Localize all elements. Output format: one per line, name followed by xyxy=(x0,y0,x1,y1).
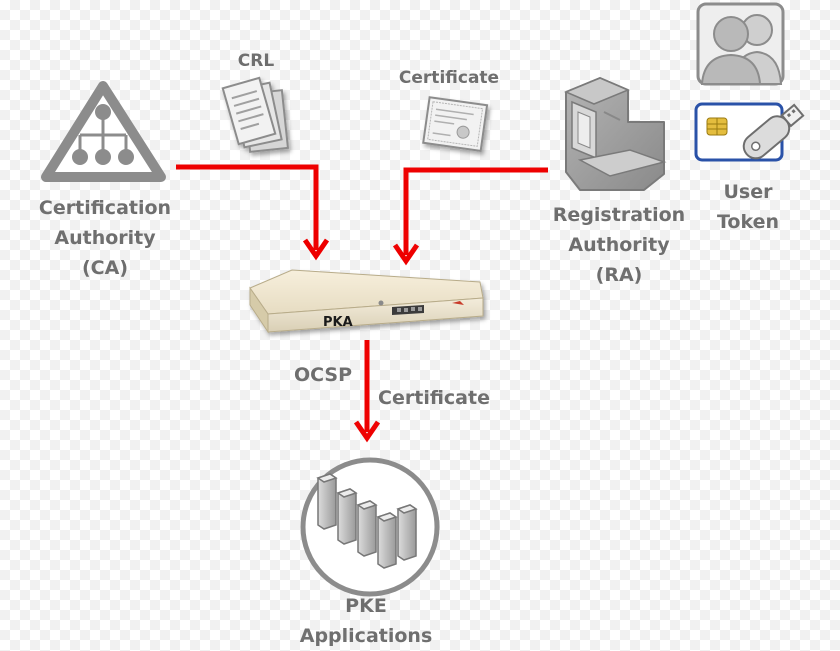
user-label-line2: Token xyxy=(716,211,780,233)
registration-authority-label: Registration Authority (RA) xyxy=(548,200,690,290)
ca-label-line1: Certification xyxy=(38,197,172,219)
pke-applications-label: PKE Applications xyxy=(290,591,442,651)
user-token-label: User Token xyxy=(706,177,790,237)
pke-label-line2: Applications xyxy=(299,625,433,647)
certificate-icon xyxy=(422,96,489,152)
certification-authority-label: Certification Authority (CA) xyxy=(30,193,180,283)
certificate-bottom-label: Certificate xyxy=(378,387,490,409)
pke-servers-icon xyxy=(300,457,440,597)
ca-label-line2: Authority xyxy=(54,227,156,249)
pka-appliance xyxy=(249,269,484,334)
pka-label: PKA xyxy=(323,315,353,330)
crl-document-icon xyxy=(221,76,290,153)
certification-authority-icon xyxy=(41,81,166,182)
arrow-ra-to-pka xyxy=(392,167,548,266)
ca-label-line3: (CA) xyxy=(81,257,128,279)
user-people-icon xyxy=(696,2,785,86)
registration-authority-icon xyxy=(564,77,667,191)
ra-label-line2: Authority xyxy=(568,234,670,256)
user-label-line1: User xyxy=(723,181,773,203)
pke-label-line1: PKE xyxy=(345,595,387,617)
arrow-pka-to-pke xyxy=(353,340,381,443)
crl-label: CRL xyxy=(237,51,275,71)
ocsp-label: OCSP xyxy=(293,364,353,386)
ra-label-line1: Registration xyxy=(552,204,686,226)
certificate-top-label: Certificate xyxy=(398,68,500,88)
smart-card-token-icon xyxy=(694,102,805,162)
ra-label-line3: (RA) xyxy=(595,264,643,286)
arrow-ca-to-pka xyxy=(176,164,330,261)
